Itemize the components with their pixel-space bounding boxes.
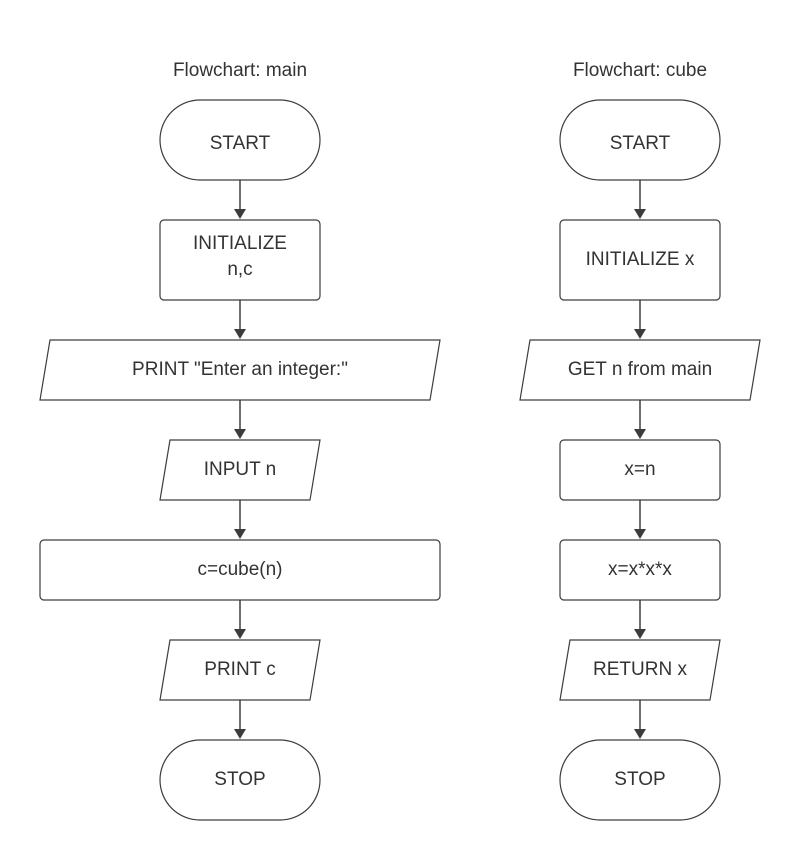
main-initialize-label-line1: INITIALIZE — [193, 233, 287, 254]
main-print-result-io: PRINT c — [159, 639, 321, 701]
cube-stop-terminal: STOP — [559, 739, 721, 821]
cube-get-input-io: GET n from main — [519, 339, 761, 401]
cube-return-label: RETURN x — [593, 659, 687, 680]
main-arrow-call-cube-to-print-result — [234, 600, 246, 639]
main-print-prompt-io: PRINT "Enter an integer:" — [39, 339, 441, 401]
main-flowchart-title: Flowchart: main — [173, 60, 307, 81]
cube-assign-process: x=n — [559, 439, 721, 501]
main-start-label: START — [210, 133, 271, 154]
main-arrow-input-to-call-cube — [234, 500, 246, 539]
main-initialize-process: INITIALIZE n,c — [159, 219, 321, 301]
cube-arrow-start-to-initialize — [634, 180, 646, 219]
main-arrow-print-prompt-to-input — [234, 400, 246, 439]
main-call-cube-label: c=cube(n) — [197, 559, 282, 580]
main-input-io: INPUT n — [159, 439, 321, 501]
cube-arrow-return-to-stop — [634, 700, 646, 739]
cube-arrow-get-input-to-assign — [634, 400, 646, 439]
cube-start-terminal: START — [559, 99, 721, 181]
main-initialize-label-line2: n,c — [227, 259, 252, 280]
cube-start-label: START — [610, 133, 671, 154]
cube-flowchart-title: Flowchart: cube — [573, 60, 707, 81]
main-stop-label: STOP — [214, 769, 265, 790]
main-print-prompt-label: PRINT "Enter an integer:" — [132, 359, 348, 380]
cube-initialize-process: INITIALIZE x — [559, 219, 721, 301]
cube-compute-process: x=x*x*x — [559, 539, 721, 601]
cube-initialize-label: INITIALIZE x — [586, 249, 695, 270]
cube-arrow-compute-to-return — [634, 600, 646, 639]
cube-stop-label: STOP — [614, 769, 665, 790]
cube-get-input-label: GET n from main — [568, 359, 712, 380]
main-start-terminal: START — [159, 99, 321, 181]
main-input-label: INPUT n — [204, 459, 277, 480]
main-print-result-label: PRINT c — [204, 659, 275, 680]
main-call-cube-process: c=cube(n) — [39, 539, 441, 601]
main-arrow-initialize-to-print-prompt — [234, 300, 246, 339]
cube-arrow-initialize-to-get-input — [634, 300, 646, 339]
main-arrow-print-result-to-stop — [234, 700, 246, 739]
main-stop-terminal: STOP — [159, 739, 321, 821]
cube-arrow-assign-to-compute — [634, 500, 646, 539]
cube-compute-label: x=x*x*x — [608, 559, 672, 580]
main-arrow-start-to-initialize — [234, 180, 246, 219]
cube-return-io: RETURN x — [559, 639, 721, 701]
cube-assign-label: x=n — [624, 459, 655, 480]
